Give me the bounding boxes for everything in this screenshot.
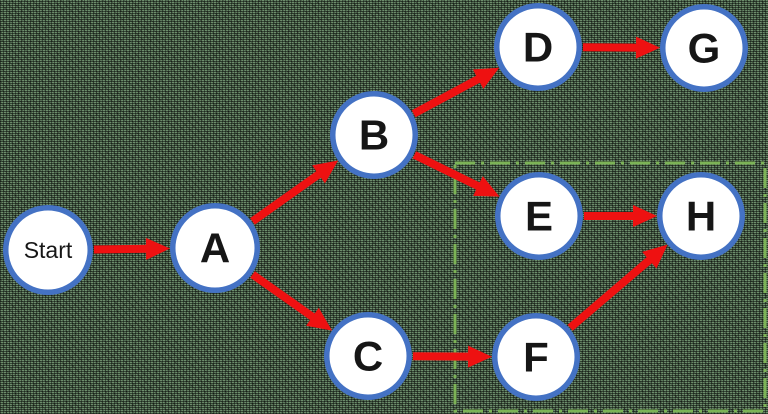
group-box xyxy=(453,161,767,413)
node-H xyxy=(657,172,745,260)
edge-B-D xyxy=(411,73,484,118)
node-label-C: C xyxy=(353,333,383,380)
node-label-F: F xyxy=(523,334,549,381)
arrowhead-B-D xyxy=(472,67,500,89)
arrowhead-start-A xyxy=(145,237,171,260)
arrowhead-E-H xyxy=(633,205,657,227)
edge-F-H xyxy=(567,254,655,331)
edge-A-B xyxy=(250,168,325,225)
node-C xyxy=(324,312,412,400)
node-label-A: A xyxy=(200,225,230,272)
node-label-start: Start xyxy=(24,237,73,263)
node-label-H: H xyxy=(686,193,716,240)
edge-A-C xyxy=(250,271,319,323)
edge-start-A xyxy=(93,244,151,254)
node-A xyxy=(170,203,260,293)
node-D xyxy=(494,3,582,91)
node-label-B: B xyxy=(359,112,389,159)
node-B xyxy=(330,91,418,179)
arrowhead-A-C xyxy=(306,307,333,331)
node-label-G: G xyxy=(688,25,721,72)
arrowhead-C-F xyxy=(467,345,493,368)
arrowhead-A-B xyxy=(312,160,339,184)
node-start xyxy=(3,205,93,295)
arrowhead-D-G xyxy=(635,36,661,59)
arrowhead-B-E xyxy=(473,176,500,197)
node-G xyxy=(660,4,748,92)
edge-B-E xyxy=(412,151,484,192)
node-label-D: D xyxy=(523,24,553,71)
node-E xyxy=(495,172,583,260)
arrowhead-F-H xyxy=(642,244,668,269)
node-F xyxy=(492,313,580,401)
node-label-E: E xyxy=(525,193,553,240)
